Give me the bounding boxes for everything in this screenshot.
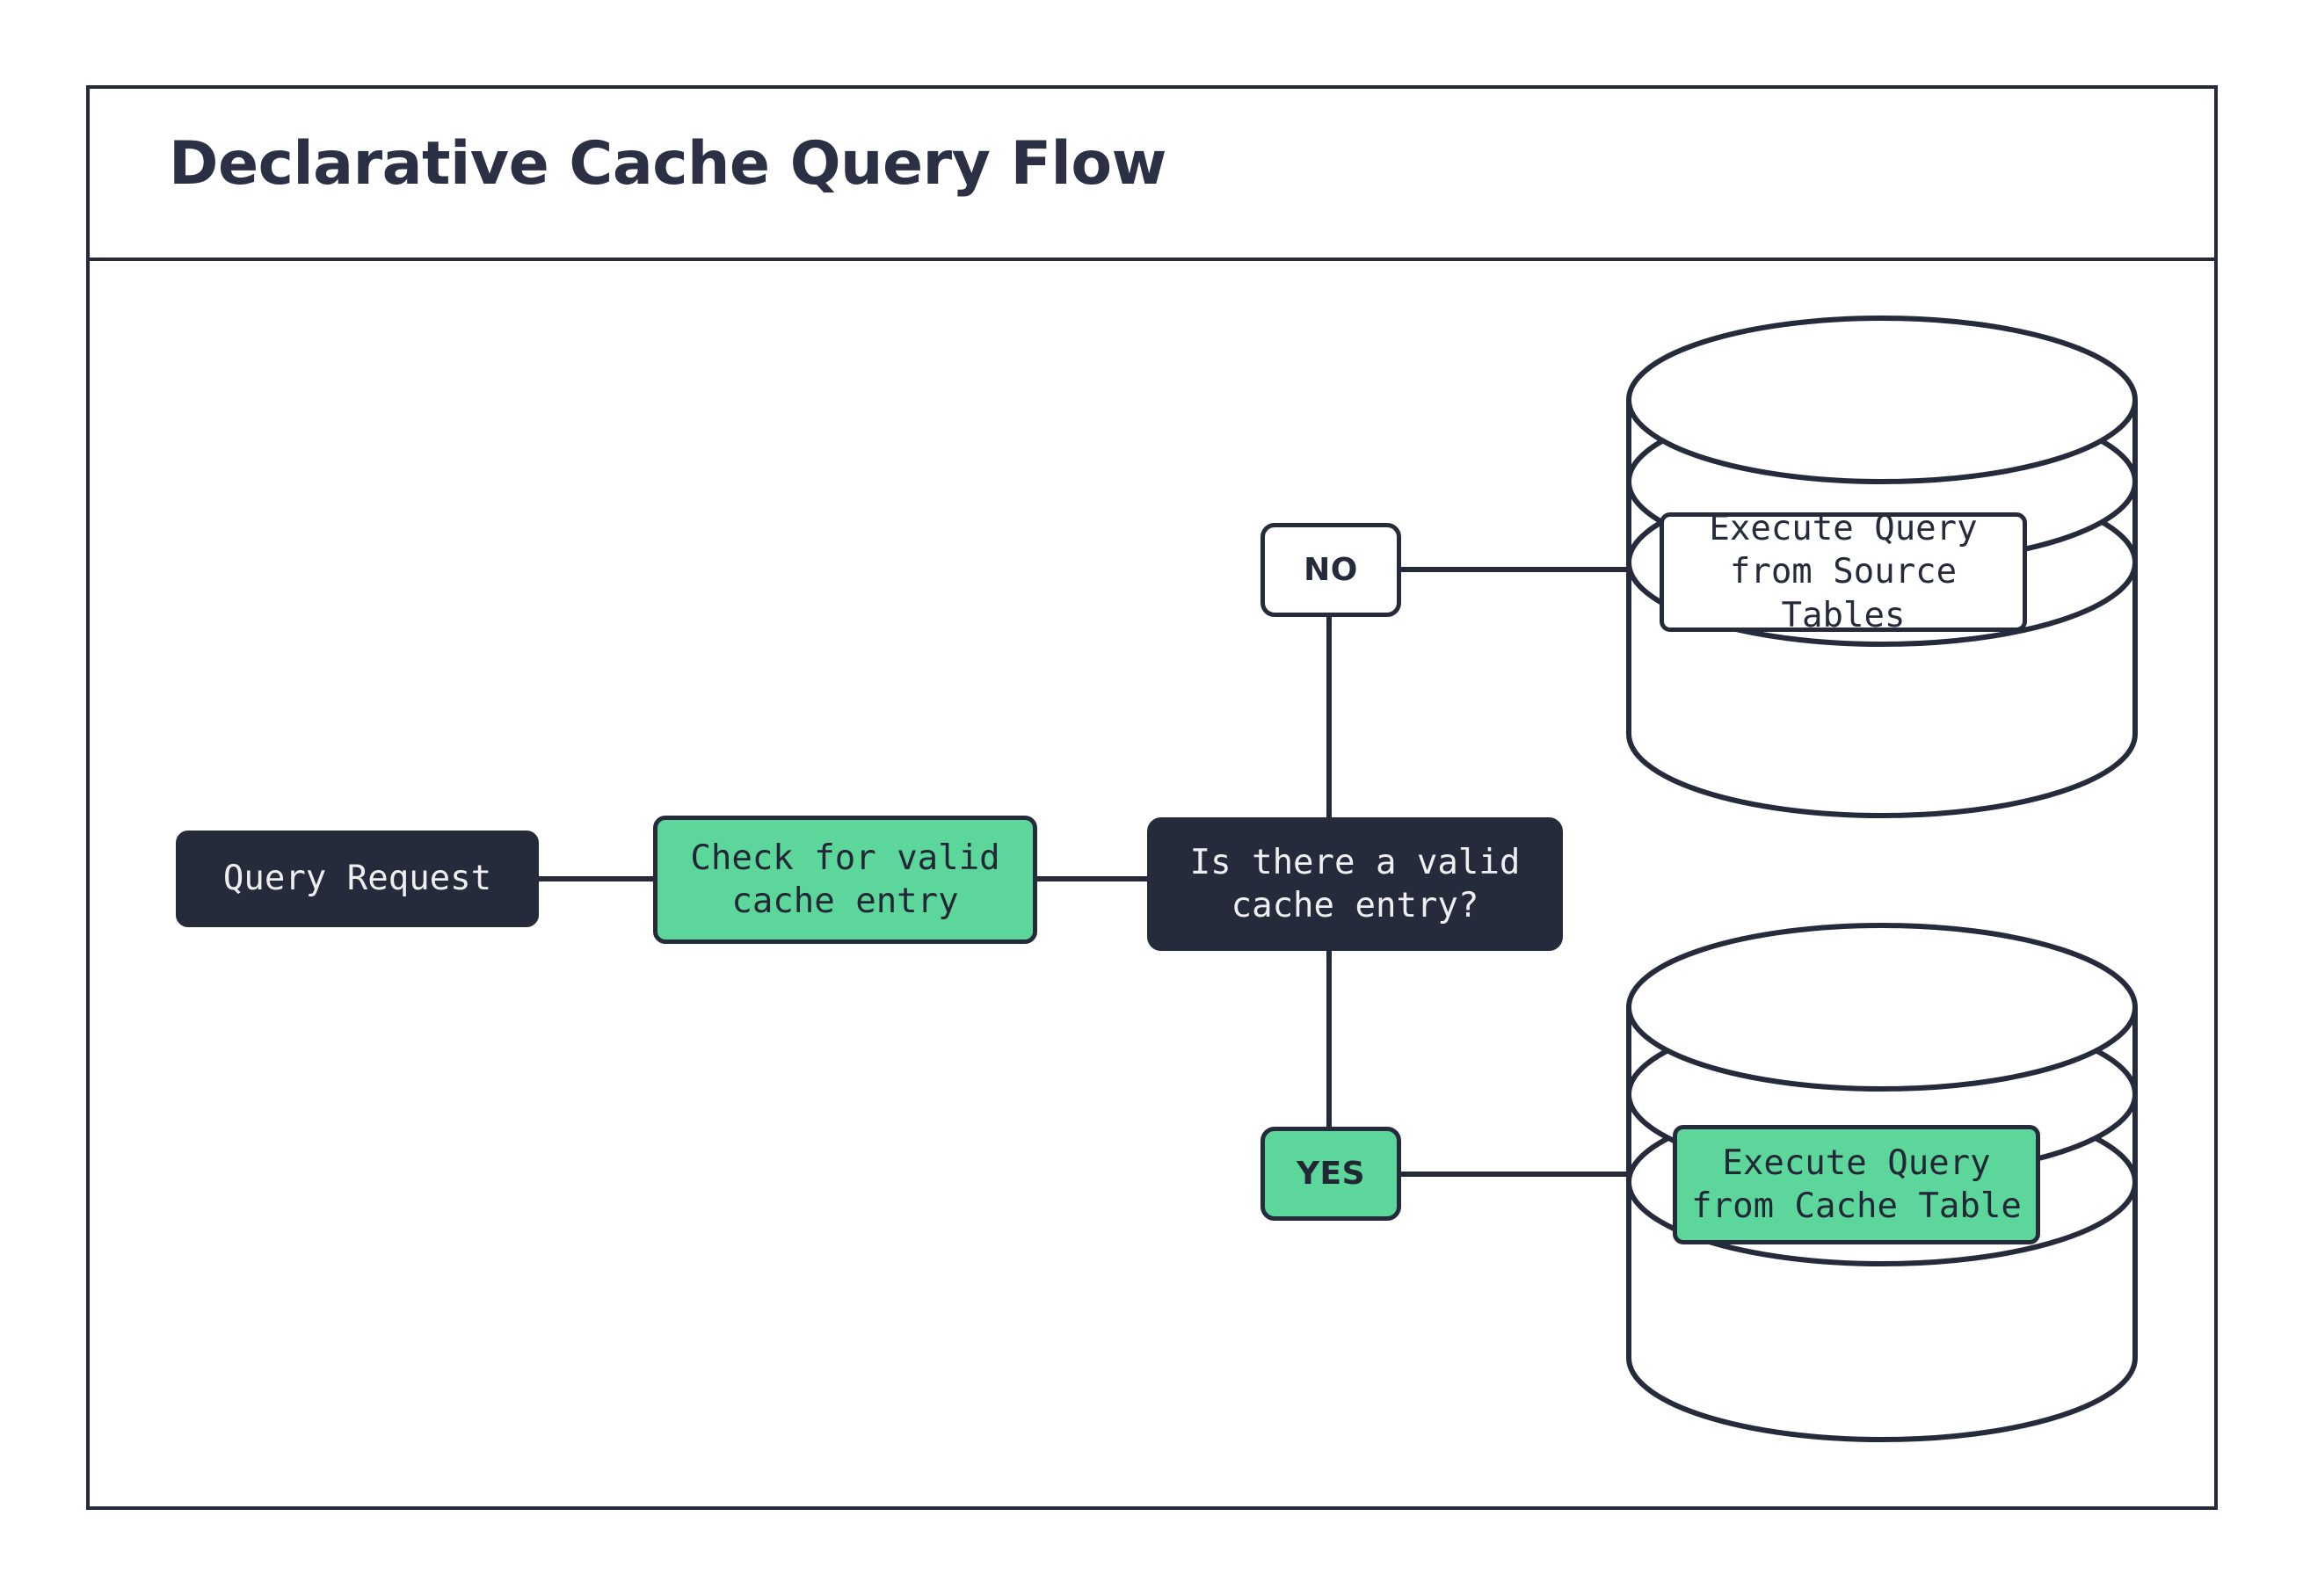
page-title: Declarative Cache Query Flow (169, 129, 1166, 199)
node-check-for-valid-cache-entry[interactable]: Check for valid cache entry (653, 816, 1037, 944)
diagram-frame: Declarative Cache Query Flow (86, 85, 2218, 1510)
branch-label-no[interactable]: NO (1260, 523, 1401, 617)
node-execute-query-from-source-tables[interactable]: Execute Query from Source Tables (1660, 509, 2027, 635)
branch-label-yes[interactable]: YES (1260, 1127, 1401, 1221)
node-query-request[interactable]: Query Request (176, 831, 539, 927)
node-execute-query-from-cache-table[interactable]: Execute Query from Cache Table (1673, 1125, 2040, 1244)
node-decision-valid-cache-entry[interactable]: Is there a valid cache entry? (1147, 817, 1563, 951)
diagram-header (90, 89, 2214, 261)
